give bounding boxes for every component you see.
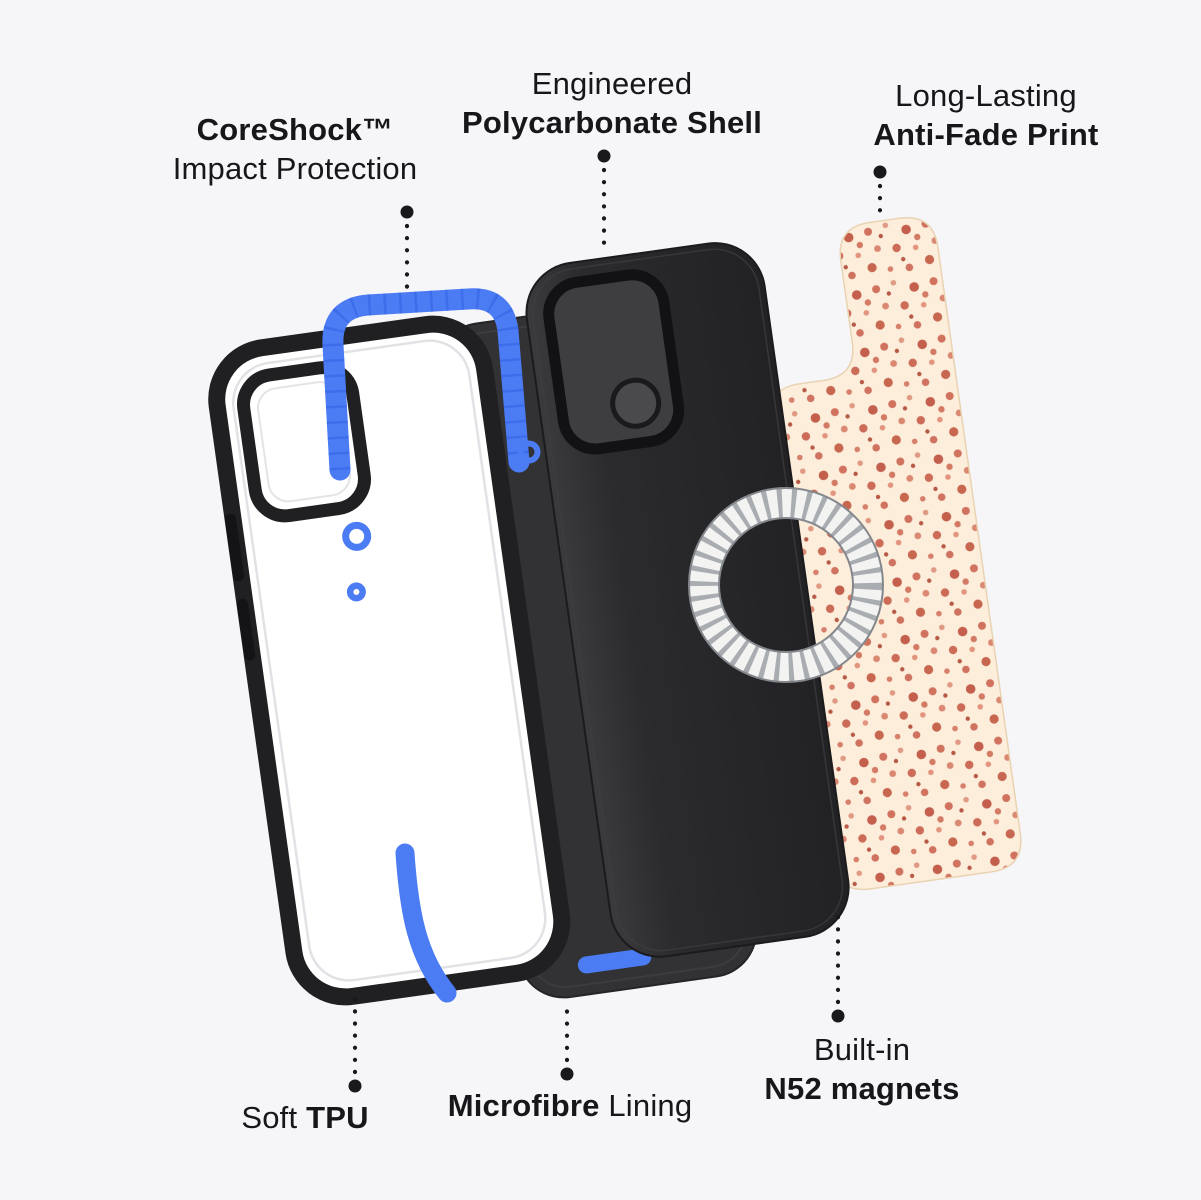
polycarbonate-title: Polycarbonate Shell bbox=[461, 105, 763, 140]
shell-edge-highlight bbox=[531, 248, 844, 952]
blue-insert-band bbox=[322, 288, 530, 481]
soft-tpu-title: TPU bbox=[306, 1100, 369, 1135]
polycarbonate-shell-layer bbox=[525, 242, 850, 958]
leader-magnets bbox=[831, 910, 845, 1023]
leader-lines bbox=[348, 149, 887, 1093]
magsafe-ring bbox=[688, 487, 884, 683]
magnets-title: N52 magnets bbox=[764, 1071, 960, 1106]
label-polycarbonate-shell: Engineered Polycarbonate Shell bbox=[462, 64, 762, 142]
anti-fade-title: Anti-Fade Print bbox=[873, 117, 1099, 152]
blue-insert-ridges bbox=[322, 288, 530, 471]
coreshock-title: CoreShock™ bbox=[196, 112, 394, 147]
leader-soft-tpu bbox=[348, 995, 362, 1093]
microfibre-title: Microfibre bbox=[447, 1088, 600, 1123]
leader-microfibre bbox=[560, 997, 574, 1081]
coreshock-subtitle: Impact Protection bbox=[172, 151, 418, 186]
label-n52-magnets: Built-in N52 magnets bbox=[764, 1030, 959, 1108]
polycarbonate-intro: Engineered bbox=[531, 66, 693, 101]
frame-blue-dot-accent bbox=[346, 582, 366, 602]
coreshock-blue-insert bbox=[322, 288, 541, 1003]
shell-camera-cutout bbox=[543, 269, 685, 455]
frame-blue-ring-accent bbox=[342, 521, 372, 551]
label-microfibre-lining: Microfibre Lining bbox=[448, 1086, 693, 1125]
blue-insert-bottom-strip bbox=[395, 843, 457, 1003]
leader-polycarbonate bbox=[597, 149, 611, 253]
frame-camera-cutout bbox=[237, 361, 371, 523]
leader-coreshock bbox=[400, 205, 414, 301]
leader-anti-fade bbox=[873, 165, 887, 214]
magnets-intro: Built-in bbox=[813, 1032, 911, 1067]
anti-fade-intro: Long-Lasting bbox=[895, 78, 1077, 113]
frame-side-buttons bbox=[224, 513, 256, 661]
camera-lens-hole bbox=[610, 377, 662, 429]
label-anti-fade-print: Long-Lasting Anti-Fade Print bbox=[873, 76, 1098, 154]
blue-insert-ring-bit bbox=[517, 440, 541, 464]
lining-blue-bottom-accent bbox=[577, 948, 652, 974]
label-coreshock: CoreShock™ Impact Protection bbox=[173, 110, 418, 188]
soft-tpu-intro: Soft bbox=[241, 1100, 307, 1135]
label-soft-tpu: Soft TPU bbox=[241, 1098, 368, 1137]
microfibre-suffix: Lining bbox=[599, 1088, 693, 1123]
